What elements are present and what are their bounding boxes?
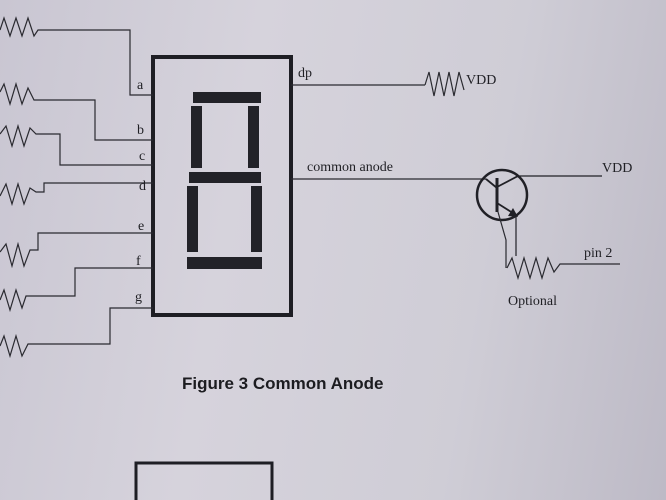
optional-base-wire — [497, 211, 507, 268]
segment-f — [191, 106, 202, 168]
pin-label-e: e — [138, 219, 144, 234]
resistor-e — [0, 232, 153, 269]
pin-label-c: c — [139, 149, 145, 164]
transistor-symbol — [475, 168, 602, 256]
pin-label-b: b — [137, 123, 144, 138]
segment-d — [187, 257, 262, 269]
pin-label-d: d — [139, 179, 146, 194]
resistor-dp — [424, 71, 465, 97]
optional-label: Optional — [508, 294, 557, 309]
resistor-optional — [506, 255, 620, 281]
figure-caption: Figure 3 Common Anode — [182, 374, 384, 393]
pin2-label: pin 2 — [584, 246, 612, 261]
vdd-top-label: VDD — [466, 73, 496, 88]
bottom-box — [134, 461, 274, 500]
resistor-a — [0, 16, 153, 96]
segment-g — [189, 172, 261, 183]
resistor-b — [0, 81, 153, 141]
segment-c — [251, 186, 262, 252]
common-anode-label: common anode — [307, 160, 393, 175]
pin-label-f: f — [136, 254, 141, 269]
vdd-right-label: VDD — [602, 161, 632, 176]
pin-label-g: g — [135, 290, 142, 305]
resistor-g — [0, 307, 153, 359]
pin-label-a: a — [137, 78, 144, 93]
pin-label-dp: dp — [298, 66, 312, 81]
segment-b — [248, 106, 259, 168]
display-package — [151, 55, 293, 317]
segment-a — [193, 92, 261, 103]
resistor-d — [0, 181, 153, 207]
segment-e — [187, 186, 198, 252]
resistor-f — [0, 267, 153, 313]
resistor-c — [0, 123, 153, 166]
